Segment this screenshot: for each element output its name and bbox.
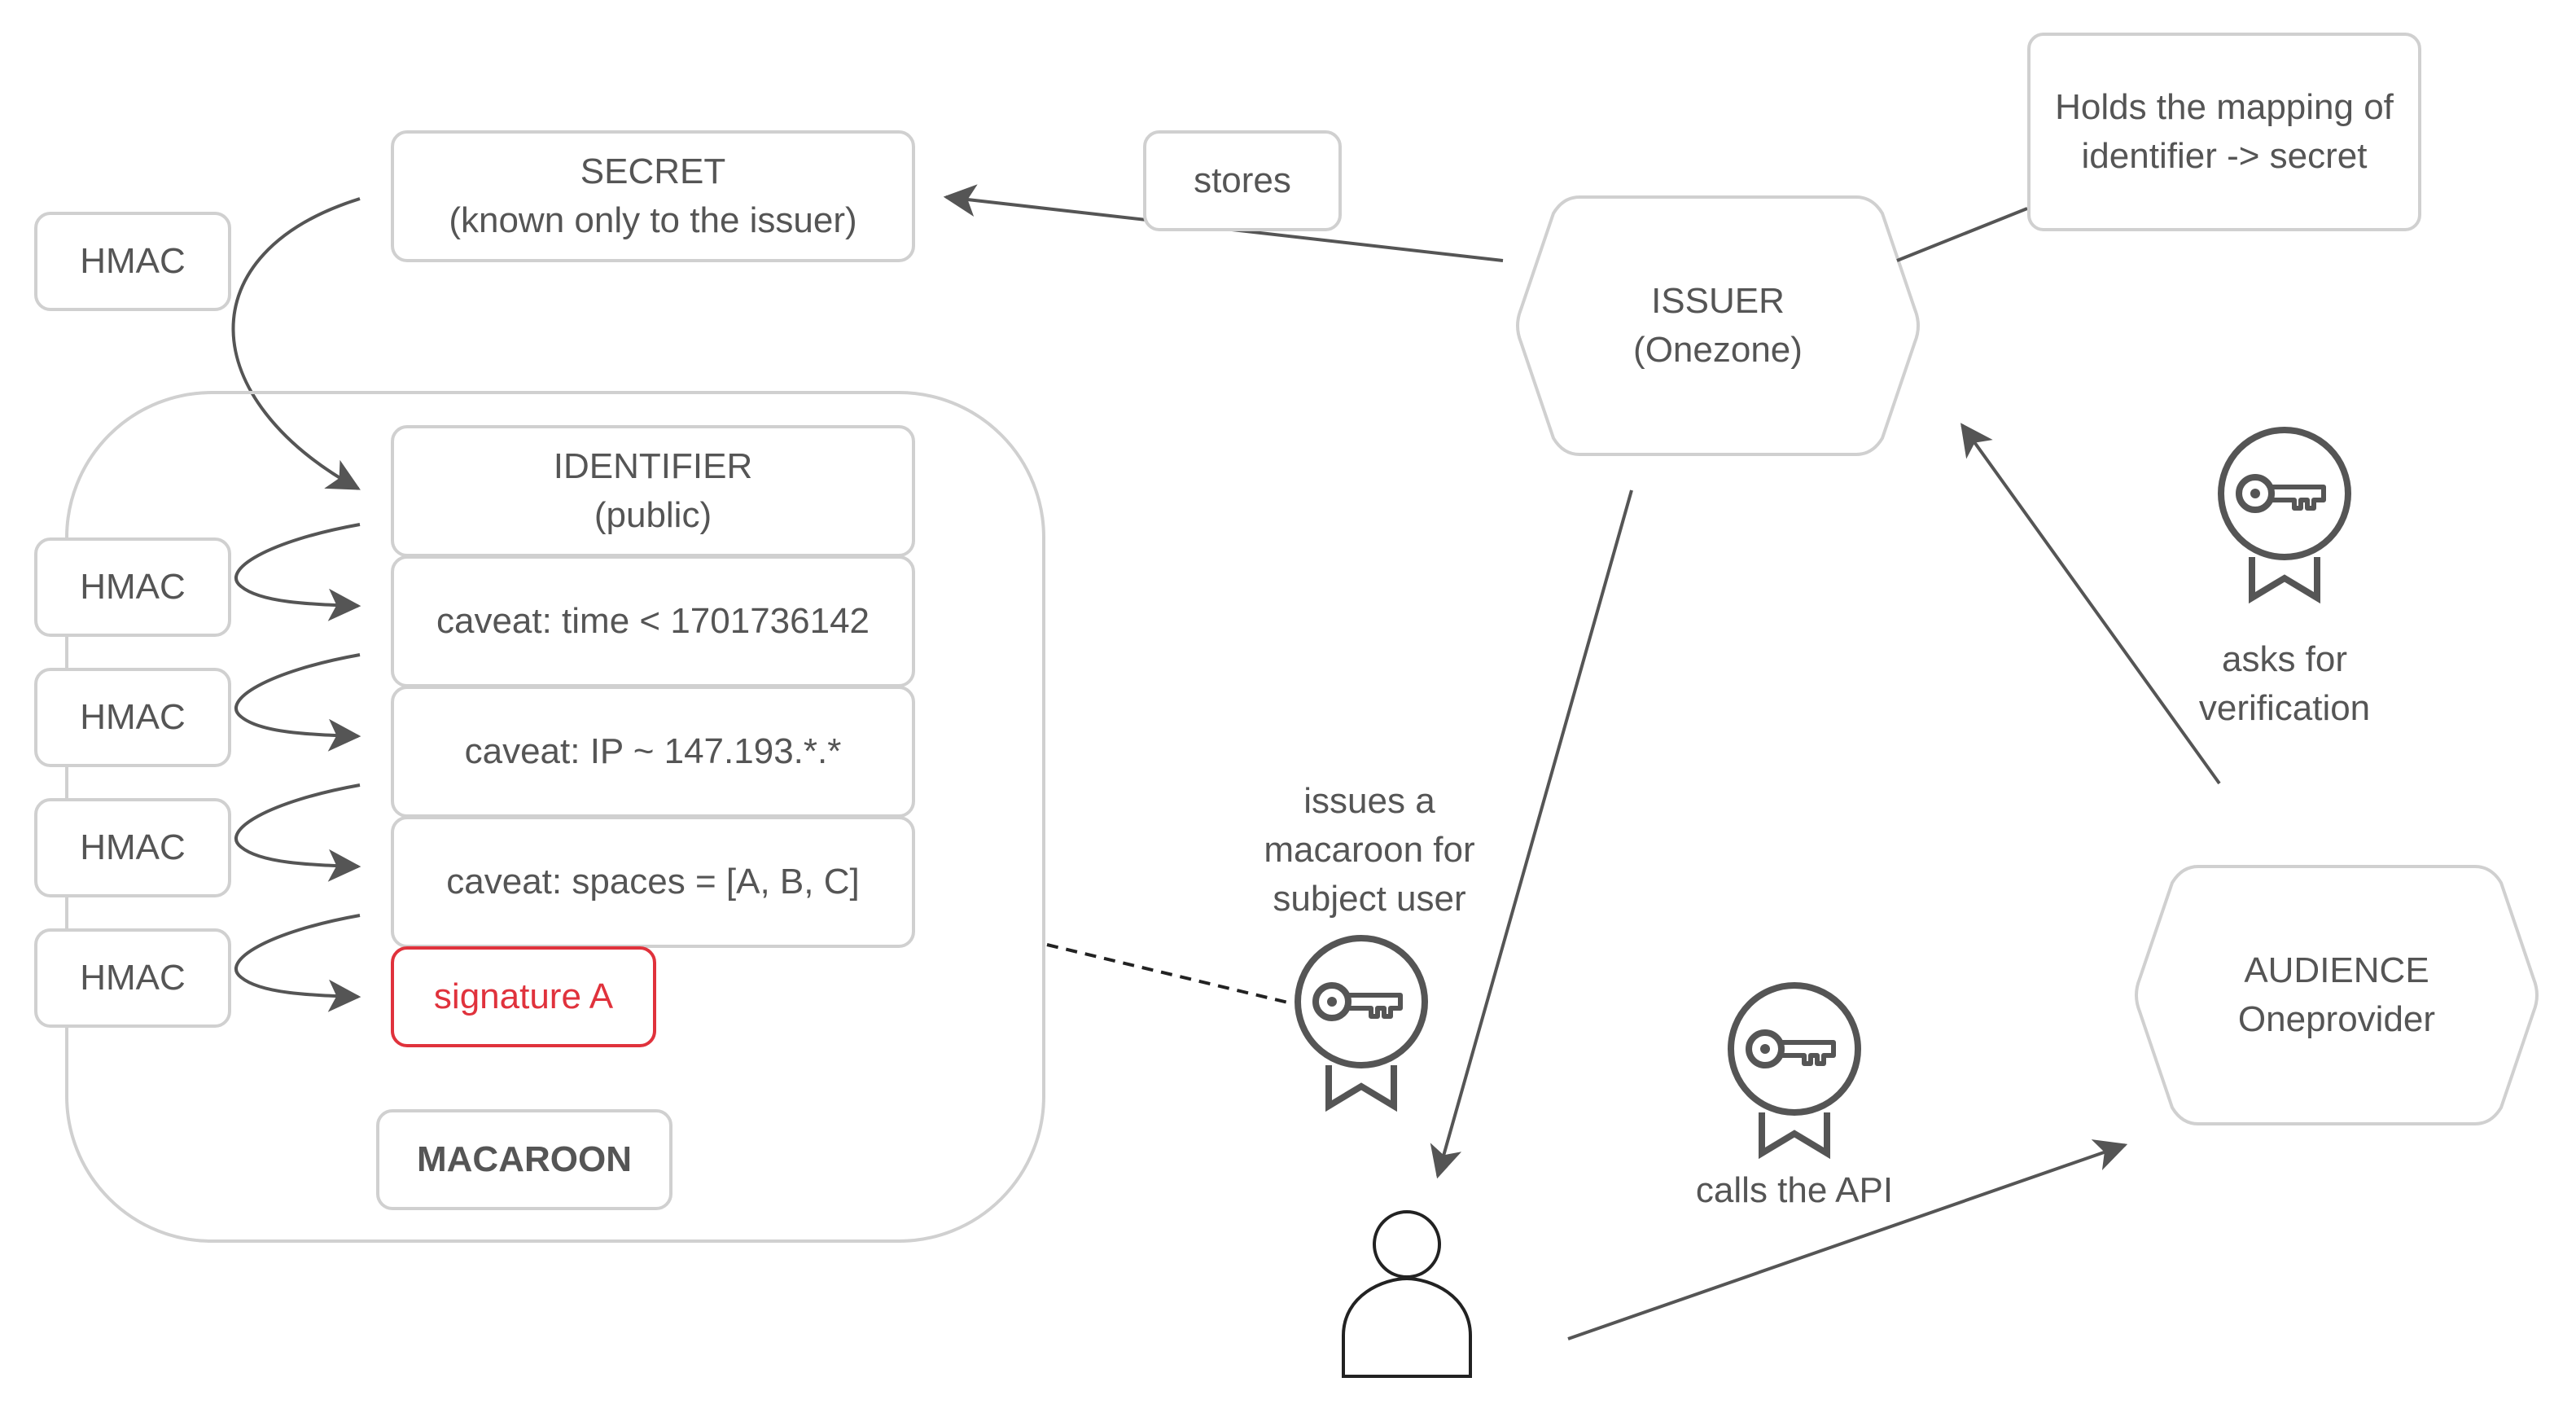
hmac-chain-arrow-4 bbox=[234, 914, 361, 1012]
mapping-note-box: Holds the mapping of identifier -> secre… bbox=[2027, 33, 2421, 231]
calls-api-arrow bbox=[1567, 1139, 2128, 1340]
hmac-label: HMAC bbox=[80, 567, 186, 607]
identifier-subtitle: (public) bbox=[594, 495, 712, 535]
hmac-chain-arrow-1 bbox=[234, 523, 361, 621]
macaroon-token-dashed-link bbox=[1046, 943, 1292, 1005]
hmac-label: HMAC bbox=[80, 241, 186, 281]
calls-api-text: calls the API bbox=[1695, 1170, 1894, 1210]
signature-box: signature A bbox=[391, 946, 656, 1047]
secret-box: SECRET (known only to the issuer) bbox=[391, 130, 915, 262]
caveat-spaces-box: caveat: spaces = [A, B, C] bbox=[391, 816, 915, 948]
hmac-label: HMAC bbox=[80, 958, 186, 998]
audience-subtitle: Oneprovider bbox=[2237, 999, 2436, 1039]
macaroon-token-icon bbox=[2218, 427, 2351, 604]
macaroon-title-box: MACAROON bbox=[376, 1109, 672, 1210]
audience-hexagon bbox=[2135, 865, 2539, 1125]
user-icon bbox=[1342, 1210, 1472, 1378]
mapping-note-line1: Holds the mapping of bbox=[2055, 87, 2394, 127]
issues-label-line1: issues a bbox=[1303, 781, 1435, 821]
audience-node: AUDIENCE Oneprovider bbox=[2133, 867, 2540, 1124]
secret-subtitle: (known only to the issuer) bbox=[449, 200, 857, 240]
hmac-box: HMAC bbox=[34, 798, 231, 897]
caveat-ip-label: caveat: IP ~ 147.193.*.* bbox=[464, 731, 842, 771]
issues-arrow bbox=[1430, 489, 1633, 1179]
macaroon-token-icon bbox=[1728, 982, 1861, 1160]
issuer-subtitle: (Onezone) bbox=[1633, 330, 1803, 370]
issuer-title: ISSUER bbox=[1651, 281, 1785, 321]
stores-label: stores bbox=[1194, 160, 1291, 200]
macaroon-token-icon bbox=[1295, 935, 1428, 1112]
calls-api-label: calls the API bbox=[1632, 1166, 1957, 1215]
hmac-box: HMAC bbox=[34, 212, 231, 311]
hmac-chain-arrow-3 bbox=[234, 783, 361, 882]
issues-label-line3: subject user bbox=[1273, 879, 1466, 919]
caveat-time-box: caveat: time < 1701736142 bbox=[391, 555, 915, 687]
issues-label-line2: macaroon for bbox=[1264, 830, 1475, 870]
caveat-time-label: caveat: time < 1701736142 bbox=[436, 601, 870, 641]
issuer-hexagon bbox=[1516, 195, 1920, 456]
hmac-box: HMAC bbox=[34, 928, 231, 1028]
issuer-node: ISSUER (Onezone) bbox=[1514, 197, 1921, 454]
asks-label-line1: asks for bbox=[2221, 639, 2348, 679]
audience-title: AUDIENCE bbox=[2244, 950, 2429, 990]
hmac-label: HMAC bbox=[80, 697, 186, 737]
macaroon-title: MACAROON bbox=[417, 1139, 632, 1179]
verification-arrow bbox=[1960, 423, 2221, 785]
hmac-chain-arrow-2 bbox=[234, 653, 361, 752]
asks-label-line2: verification bbox=[2198, 688, 2371, 728]
note-connector bbox=[1896, 207, 2028, 262]
hmac-box: HMAC bbox=[34, 668, 231, 767]
issues-label: issues a macaroon for subject user bbox=[1198, 777, 1540, 924]
caveat-ip-box: caveat: IP ~ 147.193.*.* bbox=[391, 686, 915, 818]
secret-to-identifier-arrow bbox=[231, 197, 361, 490]
caveat-spaces-label: caveat: spaces = [A, B, C] bbox=[446, 862, 860, 902]
asks-label: asks for verification bbox=[2122, 635, 2447, 733]
mapping-note-line2: identifier -> secret bbox=[2081, 136, 2368, 176]
hmac-box: HMAC bbox=[34, 537, 231, 637]
identifier-title: IDENTIFIER bbox=[553, 446, 753, 486]
stores-label-box: stores bbox=[1143, 130, 1342, 231]
signature-label: signature A bbox=[433, 976, 614, 1016]
identifier-box: IDENTIFIER (public) bbox=[391, 425, 915, 557]
hmac-label: HMAC bbox=[80, 827, 186, 867]
secret-title: SECRET bbox=[580, 151, 726, 191]
